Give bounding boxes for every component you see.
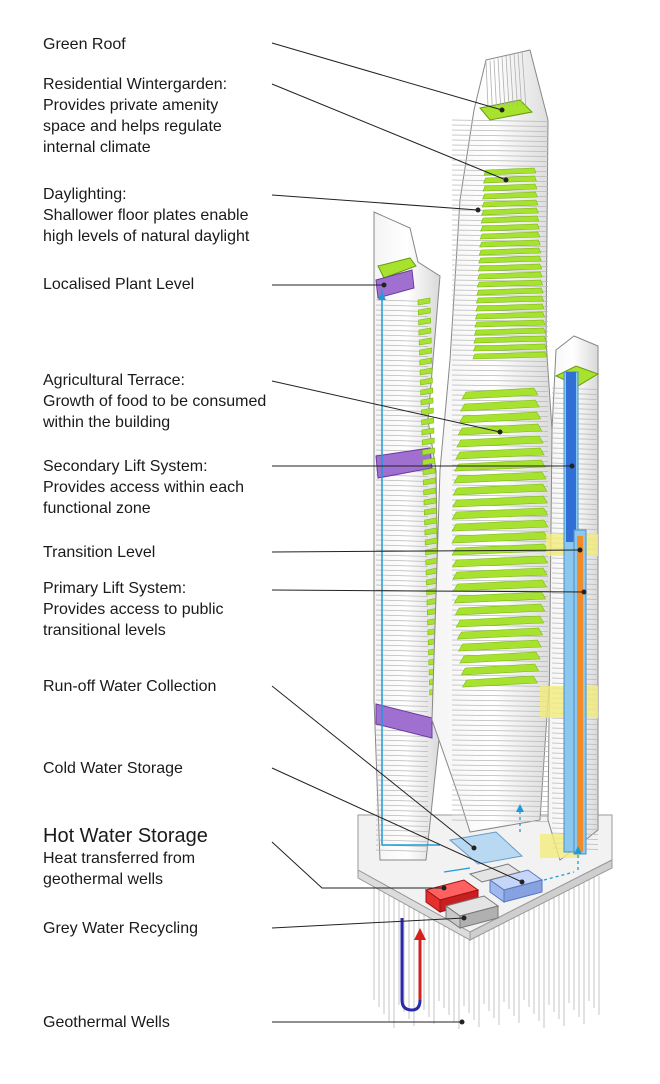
label-title: Agricultural Terrace: [43,370,266,391]
leader-dot [504,178,508,182]
central-tower [432,50,556,832]
label-title: Grey Water Recycling [43,918,198,939]
leader-dot [460,1020,464,1024]
leader-dot [472,846,476,850]
label-cold-water-storage: Cold Water Storage [43,758,183,779]
label-title: Cold Water Storage [43,758,183,779]
label-title: Secondary Lift System: [43,456,244,477]
left-tower [374,212,442,860]
label-description-line: Provides access within each [43,477,244,498]
label-description-line: geothermal wells [43,869,208,890]
leader-dot [462,916,466,920]
label-description-line: within the building [43,412,266,433]
label-transition-level: Transition Level [43,542,155,563]
label-description-line: functional zone [43,498,244,519]
label-title: Residential Wintergarden: [43,74,227,95]
label-title: Primary Lift System: [43,578,224,599]
label-description-line: transitional levels [43,620,224,641]
label-description-line: Provides access to public [43,599,224,620]
label-primary-lift-system: Primary Lift System:Provides access to p… [43,578,224,641]
secondary-lift-core [566,372,576,542]
label-title: Geothermal Wells [43,1012,170,1033]
label-secondary-lift-system: Secondary Lift System:Provides access wi… [43,456,244,519]
label-description-line: space and helps regulate [43,116,227,137]
leader-dot [570,464,574,468]
leader-dot [520,880,524,884]
label-daylighting: Daylighting:Shallower floor plates enabl… [43,184,249,247]
label-title: Run-off Water Collection [43,676,216,697]
label-title: Green Roof [43,34,126,55]
label-description-line: Shallower floor plates enable [43,205,249,226]
label-title: Daylighting: [43,184,249,205]
label-localised-plant-level: Localised Plant Level [43,274,194,295]
leader-dot [500,108,504,112]
label-run-off-water-collection: Run-off Water Collection [43,676,216,697]
leader-dot [578,548,582,552]
label-description-line: Provides private amenity [43,95,227,116]
label-hot-water-storage: Hot Water StorageHeat transferred fromge… [43,824,208,890]
leader-daylighting [272,195,478,210]
label-residential-wintergarden: Residential Wintergarden:Provides privat… [43,74,227,158]
label-description-line: Heat transferred from [43,848,208,869]
primary-lift-core [577,536,583,852]
label-description-line: internal climate [43,137,227,158]
label-title: Hot Water Storage [43,824,208,848]
label-title: Localised Plant Level [43,274,194,295]
label-agricultural-terrace: Agricultural Terrace:Growth of food to b… [43,370,266,433]
leader-dot [476,208,480,212]
leader-dot [382,283,386,287]
leader-dot [498,430,502,434]
label-geothermal-wells: Geothermal Wells [43,1012,170,1033]
leader-grey-water-recycling [272,918,464,928]
leader-green-roof [272,43,502,110]
label-title: Transition Level [43,542,155,563]
label-grey-water-recycling: Grey Water Recycling [43,918,198,939]
leader-dot [442,886,446,890]
label-description-line: high levels of natural daylight [43,226,249,247]
label-green-roof: Green Roof [43,34,126,55]
leader-dot [582,590,586,594]
label-description-line: Growth of food to be consumed [43,391,266,412]
